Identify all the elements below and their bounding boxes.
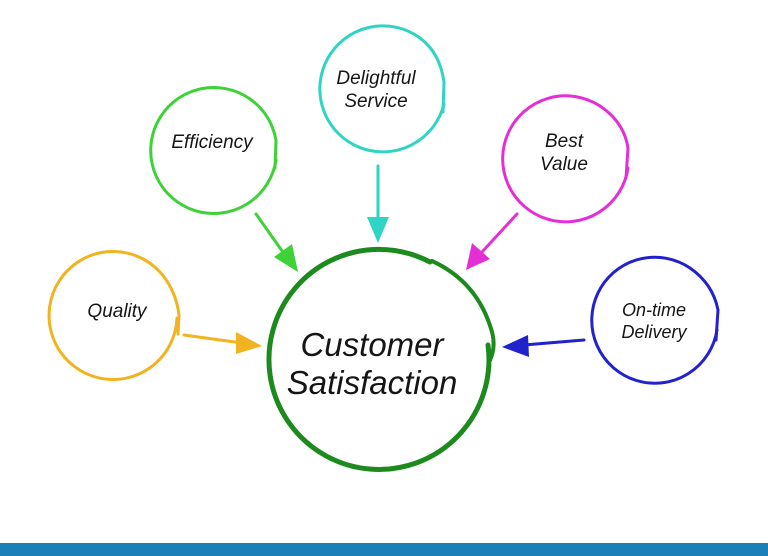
quality-arrow	[182, 332, 262, 354]
efficiency-circle	[149, 86, 278, 215]
delightful-service-circle	[318, 24, 446, 154]
center-label: Customer Satisfaction	[256, 326, 488, 402]
best-value-circle	[501, 94, 630, 224]
center-label-line1: Customer	[300, 326, 444, 363]
quality-label: Quality	[62, 301, 172, 324]
efficiency-label-line1: Efficiency	[171, 132, 253, 153]
delightful-service-label-line2: Service	[344, 90, 408, 112]
delightful-service-arrow	[367, 164, 389, 243]
quality-label-line1: Quality	[87, 301, 147, 322]
on-time-delivery-label-line2: Delivery	[621, 321, 687, 342]
on-time-delivery-arrow	[502, 335, 586, 357]
efficiency-circle-tail	[248, 97, 278, 170]
best-value-label-line2: Value	[540, 153, 588, 175]
delightful-service-label-line1: Delightful	[336, 68, 416, 89]
footer-bar	[0, 543, 768, 556]
delightful-service-circle-tail	[418, 36, 446, 114]
quality-circle-tail	[158, 270, 181, 336]
center-label-line2: Satisfaction	[286, 363, 458, 401]
center-circle-tail	[430, 259, 496, 362]
on-time-delivery-circle-tail	[688, 266, 720, 342]
delightful-service-label: Delightful Service	[316, 68, 436, 114]
best-value-arrow	[466, 212, 519, 270]
best-value-label-line1: Best	[544, 131, 584, 152]
on-time-delivery-label: On-time Delivery	[598, 300, 710, 343]
efficiency-label: Efficiency	[150, 132, 274, 155]
best-value-label: Best Value	[512, 131, 616, 177]
efficiency-arrow	[254, 212, 298, 272]
center-circle	[266, 246, 492, 472]
best-value-circle-tail	[598, 104, 630, 180]
quality-circle	[47, 249, 179, 381]
on-time-delivery-label-line1: On-time	[621, 300, 686, 320]
on-time-delivery-circle	[590, 255, 719, 385]
